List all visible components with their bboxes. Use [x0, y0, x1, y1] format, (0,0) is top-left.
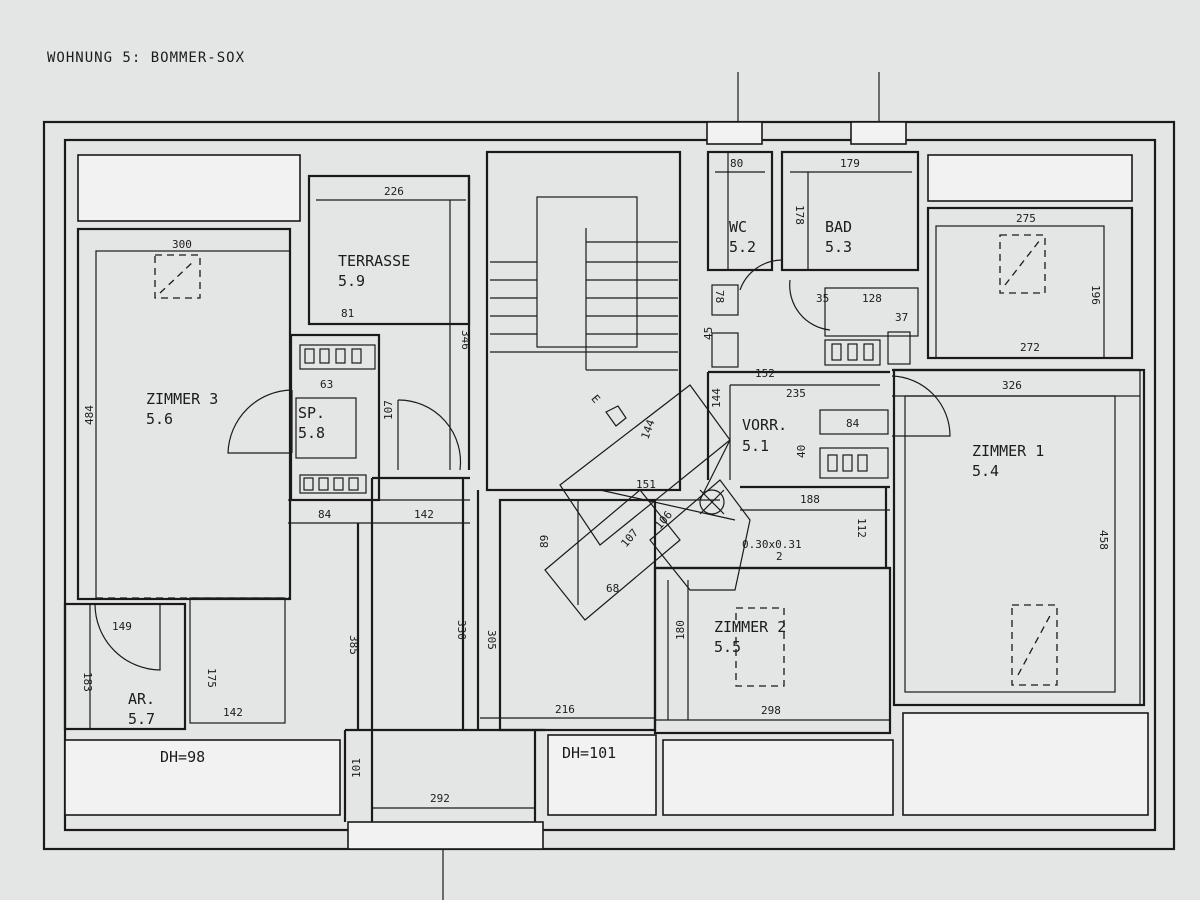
dim-label: 298 — [761, 704, 781, 717]
dim-label: 183 — [81, 672, 94, 692]
vorraum-name: VORR. — [742, 416, 787, 434]
entry-marker: E — [588, 392, 627, 427]
room-zimmer1 — [891, 206, 1146, 707]
dim-label: 68 — [606, 582, 619, 595]
dim-label: 144 — [639, 418, 658, 441]
speis-name: SP. — [298, 404, 325, 422]
zimmer1-name: ZIMMER 1 — [972, 442, 1044, 460]
windows — [64, 121, 1149, 850]
dim-label: 107 — [618, 526, 641, 550]
dim-label: 35 — [816, 292, 829, 305]
room-terrasse — [307, 174, 471, 471]
dim-label: 180 — [674, 620, 687, 640]
room-zimmer3 — [76, 227, 293, 601]
dim-label: 272 — [1020, 341, 1040, 354]
abstellraum-number: 5.7 — [128, 710, 155, 728]
ceiling-height-center: DH=101 — [562, 744, 616, 762]
bad-number: 5.3 — [825, 238, 852, 256]
speis-number: 5.8 — [298, 424, 325, 442]
room-vorraum — [706, 370, 890, 568]
dim-label: 128 — [862, 292, 882, 305]
dim-label: 175 — [205, 668, 218, 688]
dim-label: 144 — [710, 388, 723, 408]
dim-label: 78 — [713, 290, 726, 303]
dim-label: 142 — [223, 706, 243, 719]
dim-label: 188 — [800, 493, 820, 506]
room-abstellraum — [63, 597, 290, 731]
room-wc — [706, 150, 774, 368]
dim-label: 326 — [1002, 379, 1022, 392]
page-title: WOHNUNG 5: BOMMER-SOX — [47, 50, 246, 66]
ceiling-height-labels: DH=98 DH=101 — [160, 744, 616, 766]
wc-name: WC — [729, 218, 747, 236]
diagonal-hall — [544, 384, 751, 621]
dim-label: 81 — [341, 307, 354, 320]
dim-label: 179 — [840, 157, 860, 170]
dim-label: 40 — [795, 445, 808, 458]
dim-label: 235 — [786, 387, 806, 400]
ceiling-height-left: DH=98 — [160, 748, 205, 766]
terrasse-name: TERRASSE — [338, 252, 410, 270]
dim-label: 226 — [384, 185, 404, 198]
zimmer2-name: ZIMMER 2 — [714, 618, 786, 636]
zimmer2-number: 5.5 — [714, 638, 741, 656]
dim-label: 107 — [382, 400, 395, 420]
room-bad — [739, 150, 920, 366]
dim-label: 63 — [320, 378, 333, 391]
dim-label: 84 — [846, 417, 860, 430]
dim-label: 152 — [755, 367, 775, 380]
zimmer3-number: 5.6 — [146, 410, 173, 428]
dim-label: 89 — [538, 535, 551, 548]
dim-label: 216 — [555, 703, 575, 716]
dim-label: 80 — [730, 157, 743, 170]
zimmer3-name: ZIMMER 3 — [146, 390, 218, 408]
hall-lines — [288, 476, 545, 822]
room-lower-center — [480, 498, 657, 732]
duct-size-label: 0.30x0.31 — [742, 538, 802, 551]
dim-label: 37 — [895, 311, 908, 324]
dim-label: 112 — [855, 518, 868, 538]
dim-label: 300 — [172, 238, 192, 251]
terrasse-number: 5.9 — [338, 272, 365, 290]
dim-label: 149 — [112, 620, 132, 633]
dim-label: 178 — [793, 205, 806, 225]
dim-label: 275 — [1016, 212, 1036, 225]
wc-number: 5.2 — [729, 238, 756, 256]
vorraum-number: 5.1 — [742, 437, 769, 455]
zimmer1-number: 5.4 — [972, 462, 999, 480]
dim-label: 292 — [430, 792, 450, 805]
pipes — [442, 72, 880, 900]
abstellraum-name: AR. — [128, 690, 155, 708]
dim-label: 458 — [1097, 530, 1110, 550]
dim-label: 330 — [455, 620, 468, 640]
dim-label: 45 — [702, 327, 715, 340]
entry-marker-label: E — [588, 392, 602, 405]
dim-label: 151 — [636, 478, 656, 491]
dim-label: 142 — [414, 508, 434, 521]
dim-label: 484 — [83, 405, 96, 425]
dim-label: 346 — [459, 330, 472, 350]
dimension-labels: 300 484 226 346 81 63 107 84 142 385 330… — [81, 157, 1110, 805]
staircase — [485, 150, 682, 492]
room-zimmer2 — [653, 566, 892, 735]
outer-walls — [42, 120, 1176, 851]
dim-label: 385 — [347, 635, 360, 655]
dim-label: 196 — [1089, 285, 1102, 305]
dim-label: 84 — [318, 508, 332, 521]
room-labels: ZIMMER 3 5.6 TERRASSE 5.9 SP. 5.8 WC 5.2… — [128, 218, 1044, 728]
dim-label: 305 — [485, 630, 498, 650]
duct-note-label: 2 — [776, 550, 783, 563]
dim-label: 101 — [350, 758, 363, 778]
bad-name: BAD — [825, 218, 852, 236]
